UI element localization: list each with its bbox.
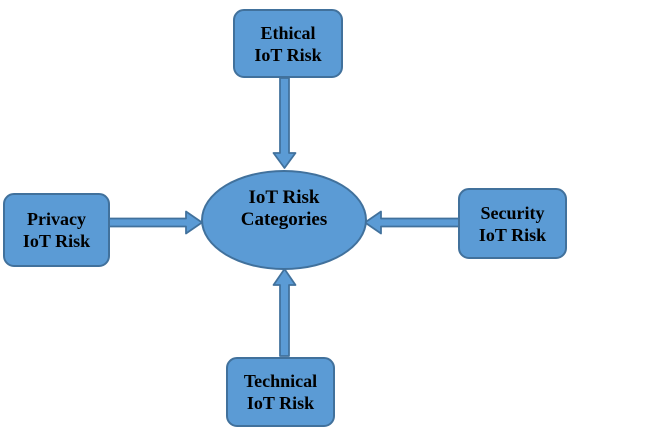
node-technical-label: Technical IoT Risk (243, 371, 318, 413)
arrow-security-to-center-icon (364, 210, 460, 235)
node-security-label: Security IoT Risk (478, 202, 547, 245)
node-ethical-label: Ethical IoT Risk (254, 22, 322, 65)
node-technical-iot-risk: Technical IoT Risk (226, 357, 335, 427)
node-ethical-iot-risk: Ethical IoT Risk (233, 9, 343, 78)
arrow-ethical-to-center-icon (272, 77, 297, 169)
node-iot-risk-categories: IoT Risk Categories (201, 170, 367, 270)
node-center-label: IoT Risk Categories (240, 187, 328, 230)
node-privacy-iot-risk: Privacy IoT Risk (3, 193, 110, 267)
node-security-iot-risk: Security IoT Risk (458, 188, 567, 259)
arrow-privacy-to-center-icon (108, 210, 203, 235)
arrow-technical-to-center-icon (272, 268, 297, 357)
node-privacy-label: Privacy IoT Risk (22, 209, 91, 251)
